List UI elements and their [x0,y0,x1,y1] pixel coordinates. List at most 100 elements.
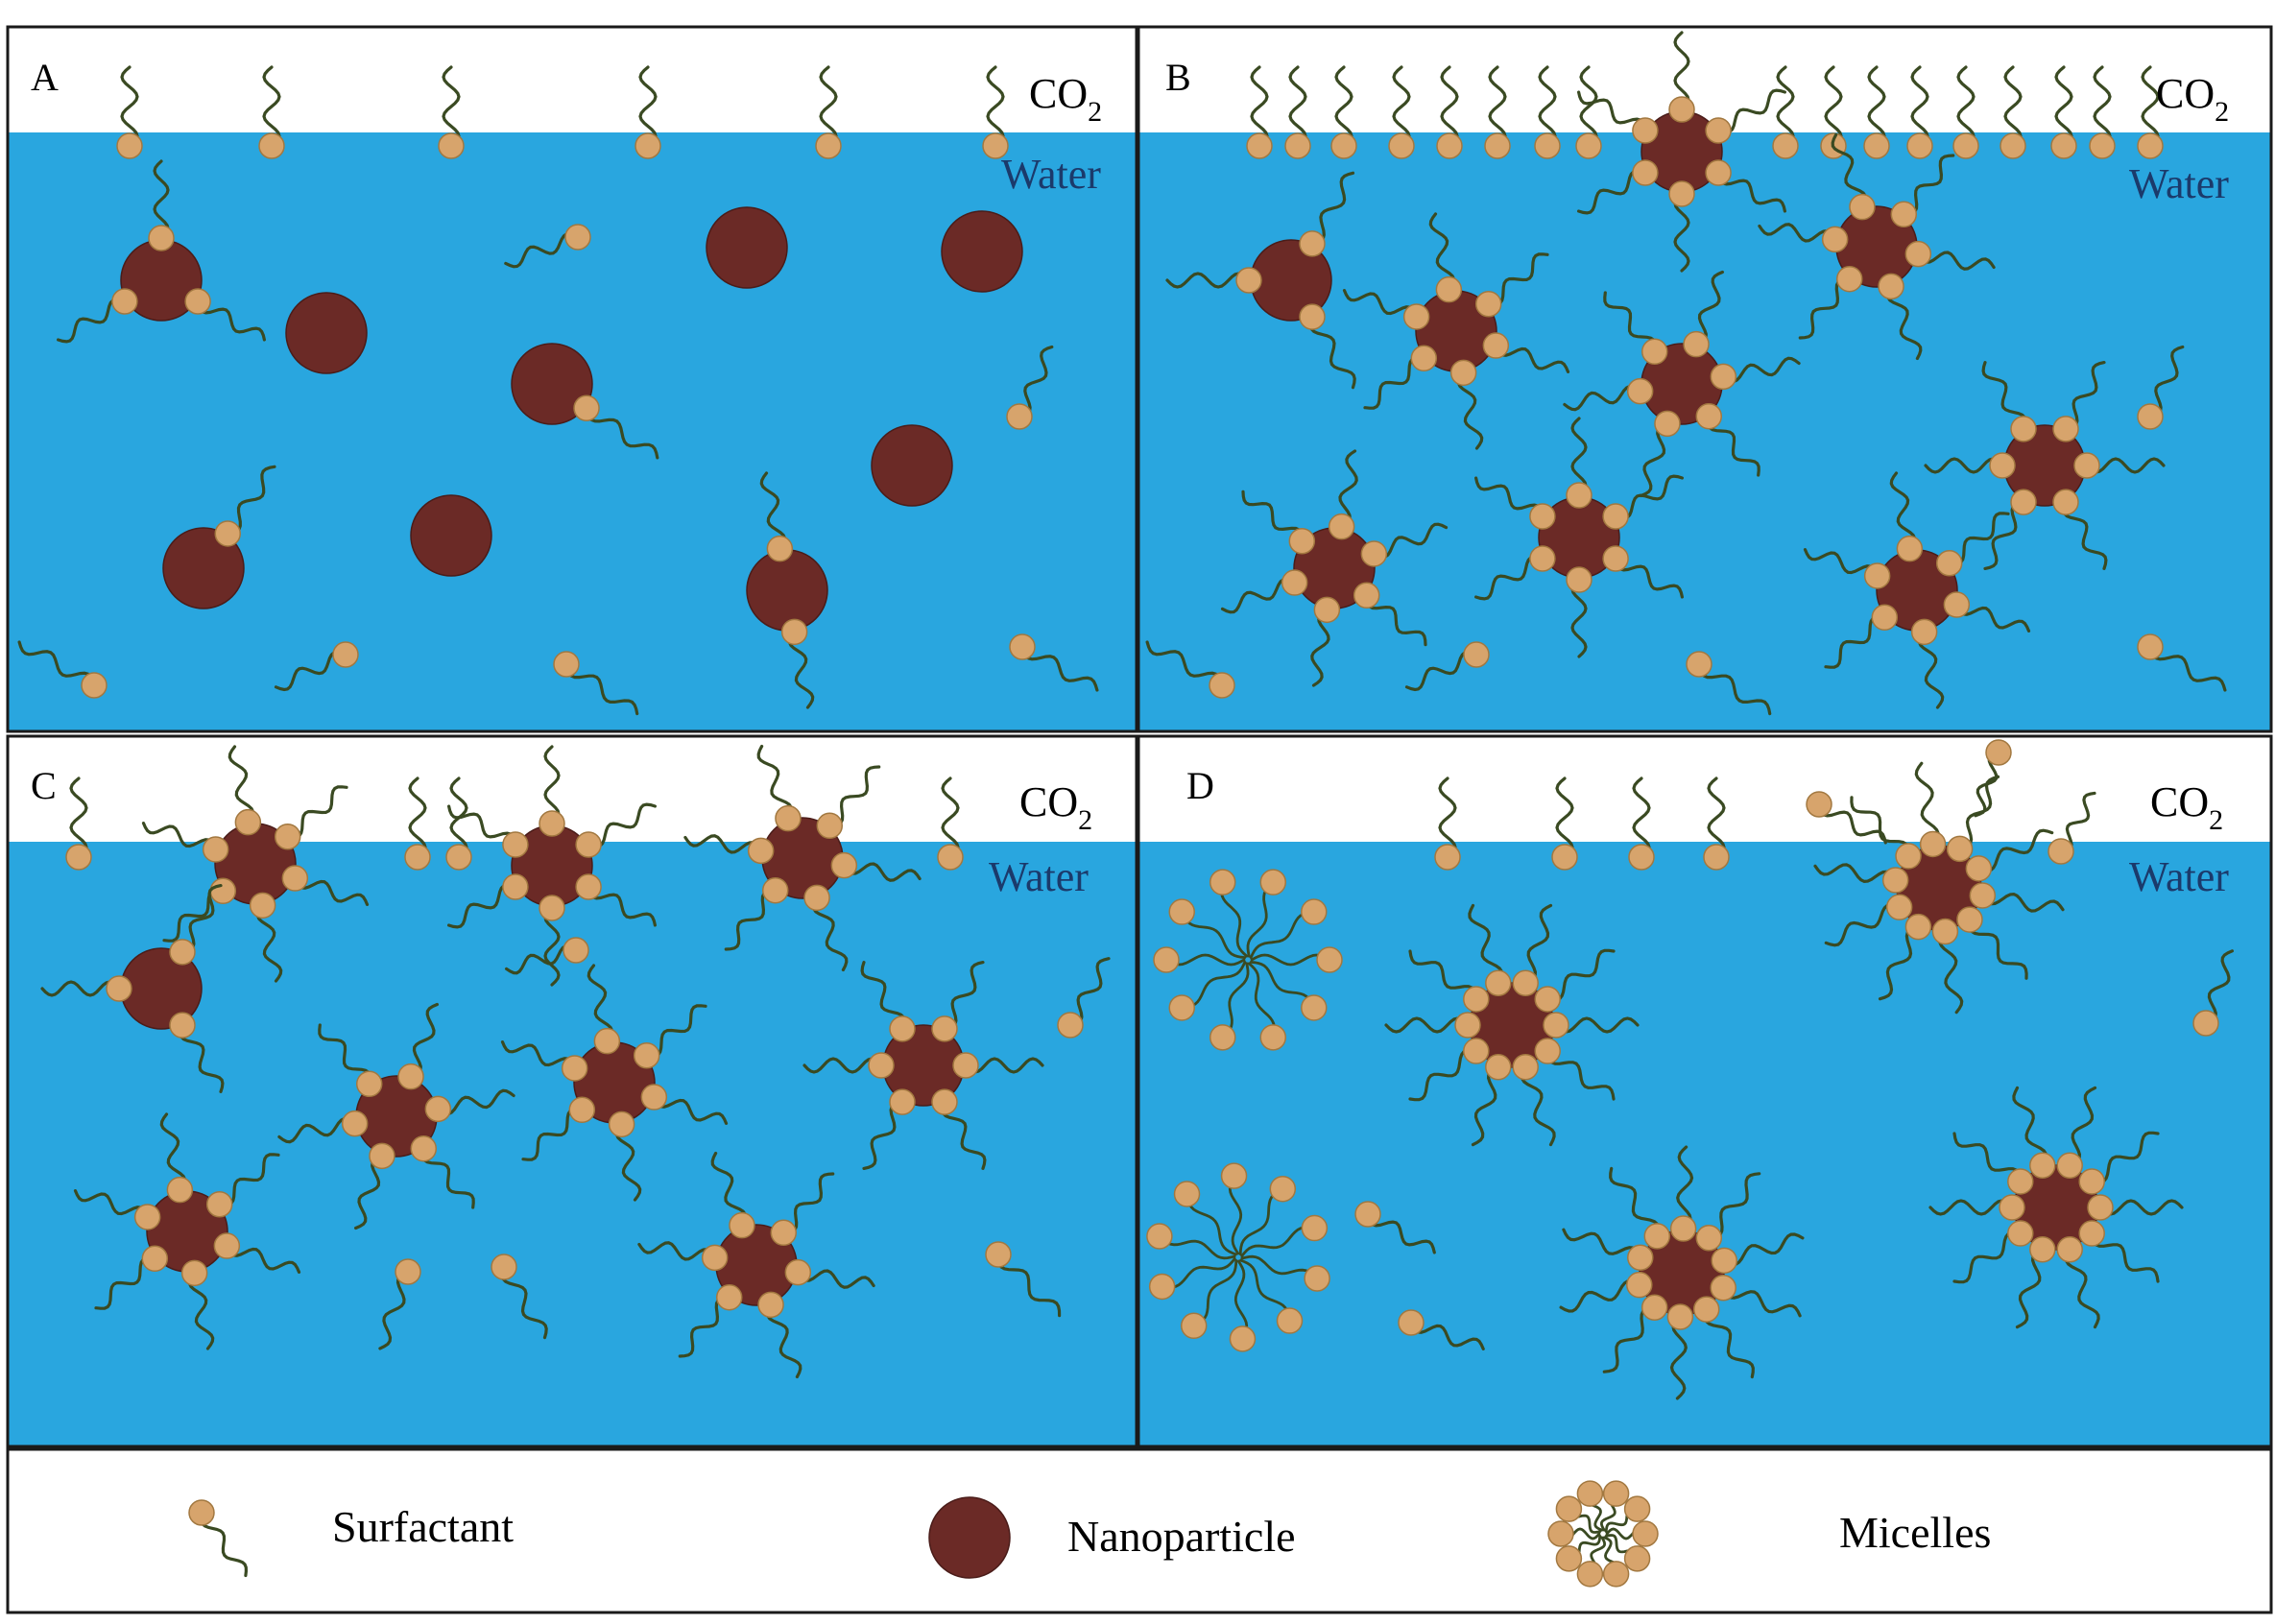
surfactant-head [1711,1247,1737,1275]
surfactant-tail [796,1269,875,1289]
co2-label: CO2 [1029,70,1102,128]
surfactant-tail [1889,471,1917,551]
surfactant-head [1168,898,1195,925]
co2-subscript: 2 [1078,804,1092,836]
surfactant-tail [1440,65,1459,148]
surfactant-tail [964,1057,1044,1074]
surfactant-head [1353,582,1380,609]
surfactant-tail [842,862,922,882]
surfactant-head [2010,489,2037,515]
surfactant-head [1259,1024,1287,1051]
surfactant [1388,65,1415,159]
surfactant-tail [787,630,815,709]
surfactant-head [815,132,842,159]
surfactant-head [1626,1271,1653,1299]
surfactant-tail [447,804,517,847]
surfactant-head [1328,513,1355,540]
panel-letter: D [1186,764,1214,807]
surfactant-head [1878,273,1904,300]
surfactant-head [1299,230,1326,257]
surfactant-head [502,831,529,858]
surfactant-head [1330,132,1357,159]
surfactant-head [1006,403,1033,430]
surfactant-head [715,1283,743,1311]
surfactant-tail [1308,315,1356,390]
nanoparticle [928,1496,1011,1579]
surfactant-tail [1239,1258,1291,1323]
surfactant-tail [354,1154,384,1230]
surfactant-tail [1428,212,1456,292]
surfactant [116,65,143,159]
surfactant-tail [1408,949,1478,1001]
surfactant-tail [1249,910,1316,959]
surfactant-head [1602,503,1629,530]
surfactant-tail [1020,645,1099,692]
surfactant-tail [1180,961,1247,1010]
surfactant-tail [1694,270,1724,346]
surfactant-tail [1910,65,1929,148]
surfactant-tail [1554,1016,1640,1034]
surfactant-head [214,520,241,547]
surfactant-head [539,895,565,921]
surfactant-tail [1563,384,1642,412]
surfactant-tail [2012,1086,2048,1167]
surfactant-tail [1250,65,1269,148]
surfactant-head [1931,918,1959,945]
surfactant-tail [196,299,266,342]
surfactant-tail [645,1004,707,1058]
surfactant-tail [1366,1212,1436,1254]
surfactant-tail [277,1116,357,1144]
surfactant-head [1313,596,1341,624]
surfactant-head [539,810,565,837]
surfactant-tail [409,1002,439,1079]
surfactant-tail [1803,548,1880,578]
surfactant [2137,345,2185,430]
surfactant-head [1703,844,1730,871]
surfactant-head [1806,791,1832,818]
micelle [1146,1162,1330,1352]
surfactant-tail [1824,65,1843,148]
surfactant-head [205,1190,233,1218]
surfactant-head [1434,844,1461,871]
surfactant-tail [1185,1192,1237,1256]
surfactant-tail [724,889,778,951]
surfactant [1009,633,1099,692]
surfactant-head [169,1012,196,1039]
coated-nanoparticle [746,471,828,709]
surfactant-head [404,844,431,871]
surfactant-tail [1813,863,1898,884]
surfactant-tail [1363,356,1425,410]
surfactant-head [2089,132,2116,159]
surfactant-head [133,1204,161,1230]
surfactant-tail [1640,421,1669,498]
surfactant-head [1301,1214,1329,1242]
surfactant-tail [225,1244,301,1274]
air-region [8,27,1137,132]
surfactant-head [2029,1235,2056,1263]
surfactant-head [2048,838,2074,865]
coated-nanoparticle [1928,1086,2184,1329]
surfactant-head [868,1052,895,1079]
coated-nanoparticle [1165,171,1356,390]
surfactant-tail [1817,802,1887,845]
co2-label: CO2 [2150,778,2223,836]
surfactant-tail [1850,796,1910,858]
surfactant-head [2087,1194,2114,1221]
surfactant [1628,776,1655,871]
surfactant-tail [1914,761,1940,846]
surfactant-tail [683,834,763,854]
surfactant-tail [2085,457,2166,474]
surfactant-tail [1952,1230,2023,1284]
surfactant-head [213,1232,241,1259]
surfactant-tail [1570,578,1588,658]
surfactant-head [1485,969,1512,997]
nanoparticle [511,343,593,425]
surfactant-tail [1917,630,1945,709]
surfactant-head [1626,377,1654,405]
surfactant-icon [188,1499,249,1578]
surfactant-head [1276,1307,1304,1334]
surfactant-head [1946,835,1974,863]
surfactant-head [593,1027,621,1055]
surfactant-head [1623,1495,1651,1522]
surfactant-head [1669,1215,1697,1242]
